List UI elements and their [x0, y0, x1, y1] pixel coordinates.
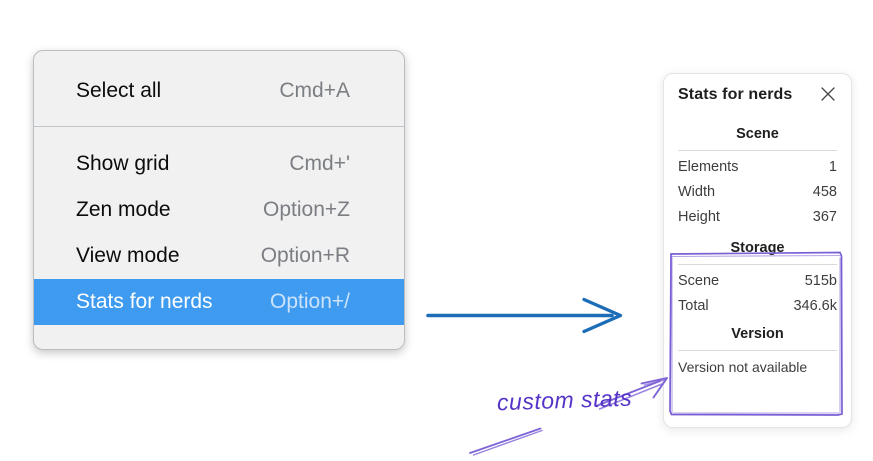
stat-row-total-storage: Total 346.6k: [678, 293, 837, 318]
stat-label: Width: [678, 183, 716, 200]
menu-item-label: Show grid: [76, 152, 170, 175]
stats-panel-header: Stats for nerds: [678, 86, 837, 104]
stat-label: Elements: [678, 158, 739, 175]
close-icon: [821, 86, 835, 104]
menu-item-label: Stats for nerds: [76, 290, 213, 313]
stat-value: 1: [828, 158, 837, 175]
menu-item-label: Zen mode: [76, 198, 171, 221]
custom-stats-annotation: custom stats: [496, 384, 633, 416]
menu-item-zen-mode[interactable]: Zen mode Option+Z: [34, 187, 404, 233]
menu-item-shortcut: Cmd+': [289, 152, 350, 175]
version-note: Version not available: [678, 359, 808, 375]
section-heading-storage: Storage: [730, 240, 785, 256]
stat-row-height: Height 367: [678, 204, 837, 229]
menu-divider: [34, 126, 404, 127]
stat-value: 515b: [804, 272, 837, 289]
section-heading-scene: Scene: [736, 126, 779, 142]
stat-value: 458: [812, 183, 837, 200]
menu-item-show-grid[interactable]: Show grid Cmd+': [34, 141, 404, 187]
menu-item-stats-for-nerds[interactable]: Stats for nerds Option+/: [34, 279, 404, 325]
close-button[interactable]: [819, 86, 837, 104]
purple-underline-stroke: [469, 427, 543, 456]
stat-row-width: Width 458: [678, 179, 837, 204]
stat-label: Height: [678, 208, 720, 225]
menu-item-shortcut: Cmd+A: [279, 78, 350, 102]
menu-item-label: View mode: [76, 244, 180, 267]
stat-value: 346.6k: [793, 297, 837, 314]
menu-item-shortcut: Option+R: [260, 244, 350, 267]
menu-item-shortcut: Option+Z: [263, 198, 350, 221]
stat-row-scene-storage: Scene 515b: [678, 268, 837, 293]
menu-item-shortcut: Option+/: [270, 290, 350, 313]
context-menu: Select all Cmd+A Show grid Cmd+' Zen mod…: [33, 50, 405, 350]
menu-item-select-all[interactable]: Select all Cmd+A: [34, 64, 404, 117]
section-divider: [678, 264, 837, 265]
stat-row-elements: Elements 1: [678, 154, 837, 179]
section-heading-version: Version: [731, 326, 784, 342]
stat-value: 367: [812, 208, 837, 225]
stat-label: Scene: [678, 272, 720, 289]
blue-arrow: [426, 297, 623, 334]
stats-panel-title: Stats for nerds: [678, 86, 793, 103]
menu-item-view-mode[interactable]: View mode Option+R: [34, 233, 404, 279]
section-divider: [678, 350, 837, 351]
menu-item-label: Select all: [76, 78, 162, 102]
stats-panel: Stats for nerds Scene Elements 1 Width 4…: [663, 73, 852, 428]
purple-arrow: [595, 377, 668, 410]
stat-label: Total: [678, 297, 709, 314]
section-divider: [678, 150, 837, 151]
